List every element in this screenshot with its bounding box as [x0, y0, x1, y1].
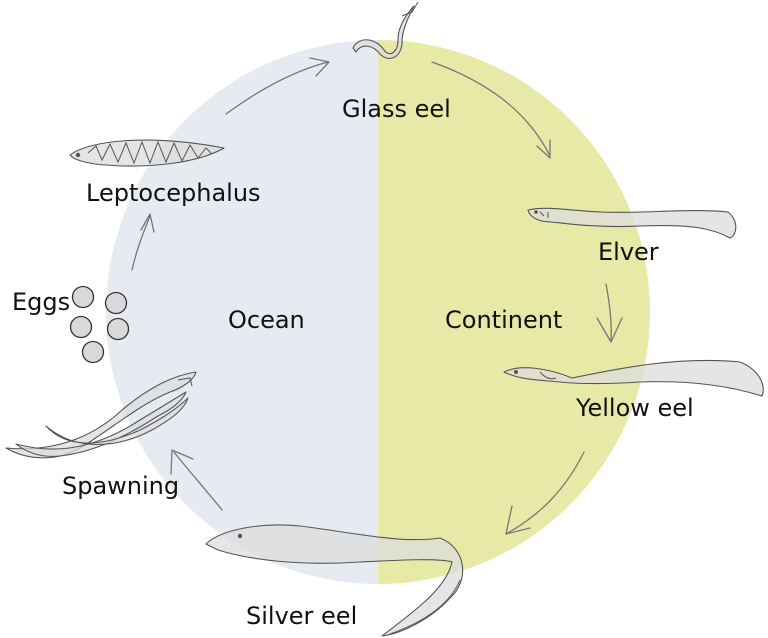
label-yellow-eel: Yellow eel	[575, 394, 694, 422]
arrow-yellow-to-silver	[505, 451, 585, 535]
arrowhead-glass-to-elver	[536, 139, 551, 159]
label-spawning: Spawning	[62, 472, 179, 500]
arrowhead-elver-to-yellow	[596, 317, 623, 343]
label-eggs: Eggs	[12, 288, 70, 316]
leptocephalus-icon	[69, 139, 225, 167]
label-ocean: Ocean	[228, 306, 305, 334]
label-leptocephalus: Leptocephalus	[86, 179, 261, 207]
arrow-elver-to-yellow	[605, 283, 612, 341]
cycle-arrows	[131, 57, 623, 535]
ocean-region	[106, 40, 378, 584]
label-continent: Continent	[445, 306, 562, 334]
yellow-eel-icon	[503, 359, 764, 397]
arrow-leptocephalus-to-glass	[225, 61, 329, 115]
glass-eel-icon	[352, 1, 419, 59]
arrowhead-yellow-to-silver	[505, 505, 531, 535]
eggs-icon	[69, 285, 130, 364]
arrow-silver-to-spawning	[173, 451, 223, 511]
arrowhead-silver-to-spawning	[170, 449, 194, 475]
continent-region	[378, 40, 650, 584]
arrow-glass-to-elver	[431, 61, 551, 157]
arrowhead-eggs-to-leptocephalus	[140, 213, 155, 233]
elver-icon	[527, 207, 737, 239]
silver-eel-icon	[205, 524, 464, 637]
spawning-eels-icon	[5, 371, 197, 459]
arrow-eggs-to-leptocephalus	[131, 215, 151, 271]
label-silver-eel: Silver eel	[246, 602, 357, 630]
label-elver: Elver	[598, 238, 659, 266]
arrowhead-leptocephalus-to-glass	[309, 57, 330, 77]
label-glass-eel: Glass eel	[342, 95, 451, 123]
